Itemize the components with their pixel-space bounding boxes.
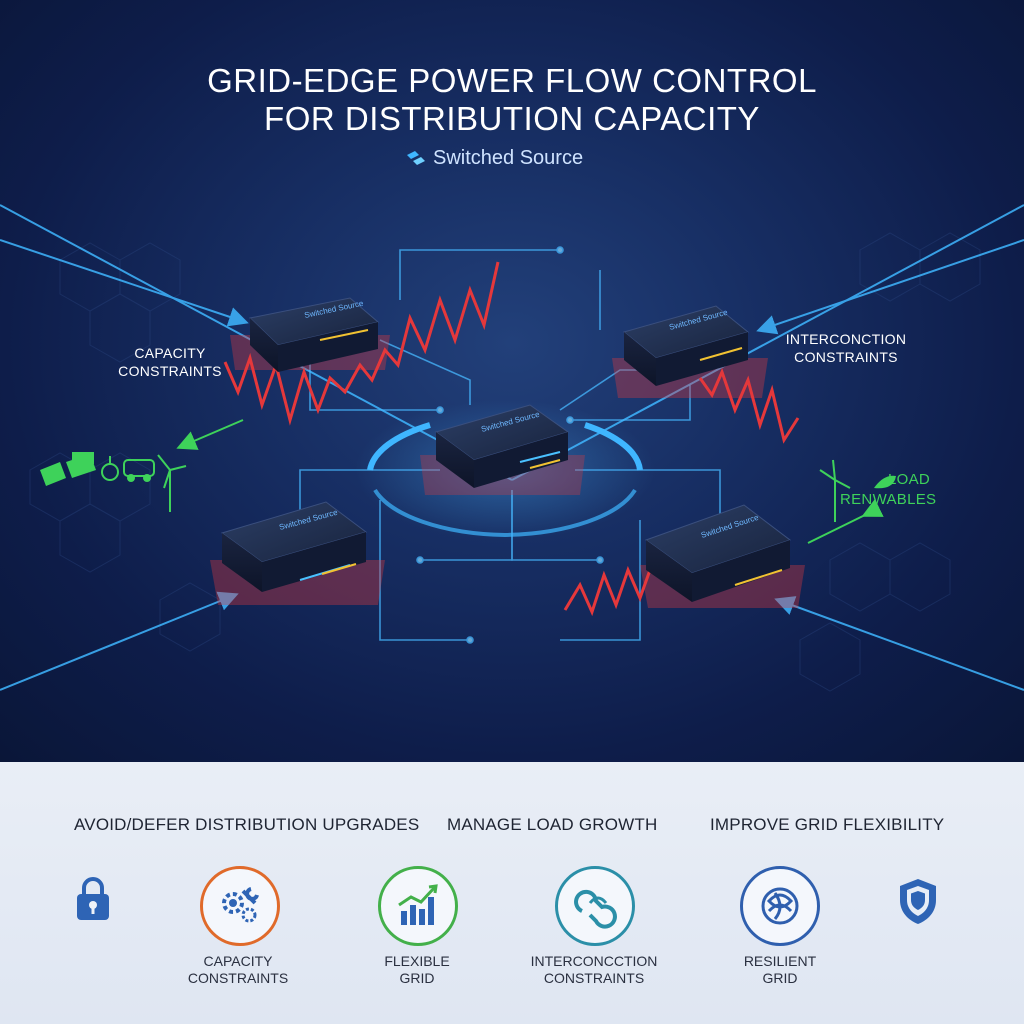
label-line: INTERCONCTION bbox=[785, 331, 907, 347]
flexible-grid-label: FLEXIBLE GRID bbox=[327, 953, 507, 987]
leaf-icon bbox=[874, 475, 896, 489]
label-line: CONSTRAINTS bbox=[794, 349, 898, 365]
network-diagram: Switched Source Switched Source Switched… bbox=[0, 204, 1024, 692]
wind-turbine-icon-right bbox=[819, 459, 851, 522]
label-load-renewables: LOAD RENWABLES bbox=[840, 470, 936, 510]
ev-car-icon bbox=[123, 459, 155, 482]
lock-icon bbox=[77, 877, 109, 920]
brand-logo: Switched Source bbox=[405, 147, 583, 170]
label-interconnection-constraints: INTERCONCTION CONSTRAINTS bbox=[776, 330, 916, 366]
device-top-right: Switched Source bbox=[612, 305, 768, 398]
label-line: CONSTRAINTS bbox=[118, 363, 222, 379]
interconnection-icon-circle bbox=[555, 866, 635, 946]
interconnect-icon bbox=[574, 889, 617, 929]
icon-label-line: CAPACITY bbox=[203, 953, 273, 969]
brand-name: Switched Source bbox=[433, 147, 584, 169]
hex-grid bbox=[29, 232, 981, 692]
hero-diagram: Switched Source Switched Source Switched… bbox=[0, 0, 1024, 762]
icon-label-line: CONSTRAINTS bbox=[187, 970, 289, 986]
benefit-heading-flexibility: IMPROVE GRID FLEXIBILITY bbox=[710, 815, 945, 834]
solar-panel-icon-2 bbox=[72, 452, 94, 464]
shield-icon bbox=[900, 879, 936, 924]
renewables-left bbox=[40, 419, 244, 512]
capacity-constraints-icon-circle bbox=[200, 866, 280, 946]
label-load: LOAD bbox=[888, 471, 931, 488]
ev-plug-icon bbox=[101, 456, 119, 481]
capacity-constraints-label: CAPACITY CONSTRAINTS bbox=[148, 953, 328, 987]
switched-source-logo-icon bbox=[407, 150, 425, 165]
icon-label-line: RESILIENT bbox=[743, 953, 817, 969]
wind-turbine-icon bbox=[157, 454, 187, 512]
icon-label-line: CONSTRAINTS bbox=[543, 970, 645, 986]
resilient-icon bbox=[761, 887, 799, 925]
icon-label-line: INTERCONCCTION bbox=[530, 953, 658, 969]
bar-chart-icon bbox=[398, 884, 438, 925]
volatility-spikes bbox=[223, 261, 800, 617]
benefits-panel bbox=[0, 762, 1024, 1024]
page-title-line1: GRID-EDGE POWER FLOW CONTROL bbox=[207, 62, 817, 99]
icon-label-line: GRID bbox=[399, 970, 435, 986]
icon-label-line: FLEXIBLE bbox=[384, 953, 450, 969]
renewables-right bbox=[807, 459, 896, 544]
resilient-grid-icon-circle bbox=[740, 866, 820, 946]
benefit-heading-load-growth: MANAGE LOAD GROWTH bbox=[447, 815, 658, 834]
icon-label-line: GRID bbox=[762, 970, 798, 986]
resilient-grid-label: RESILIENT GRID bbox=[690, 953, 870, 987]
interconnection-constraints-label: INTERCONCCTION CONSTRAINTS bbox=[504, 953, 684, 987]
page-title-line2: FOR DISTRIBUTION CAPACITY bbox=[264, 100, 760, 137]
label-renewables: RENWABLES bbox=[840, 491, 937, 508]
benefit-heading-avoid-defer: AVOID/DEFER DISTRIBUTION UPGRADES bbox=[74, 815, 420, 834]
device-bottom-left: Switched Source bbox=[210, 501, 385, 605]
label-capacity-constraints: CAPACITY CONSTRAINTS bbox=[110, 344, 230, 380]
gears-wrench-icon bbox=[222, 887, 259, 923]
flexible-grid-icon-circle bbox=[378, 866, 458, 946]
device-top-left: Switched Source bbox=[230, 297, 390, 372]
device-center: Switched Source bbox=[420, 404, 585, 495]
device-bottom-right: Switched Source bbox=[640, 504, 805, 608]
label-line: CAPACITY bbox=[134, 345, 206, 361]
